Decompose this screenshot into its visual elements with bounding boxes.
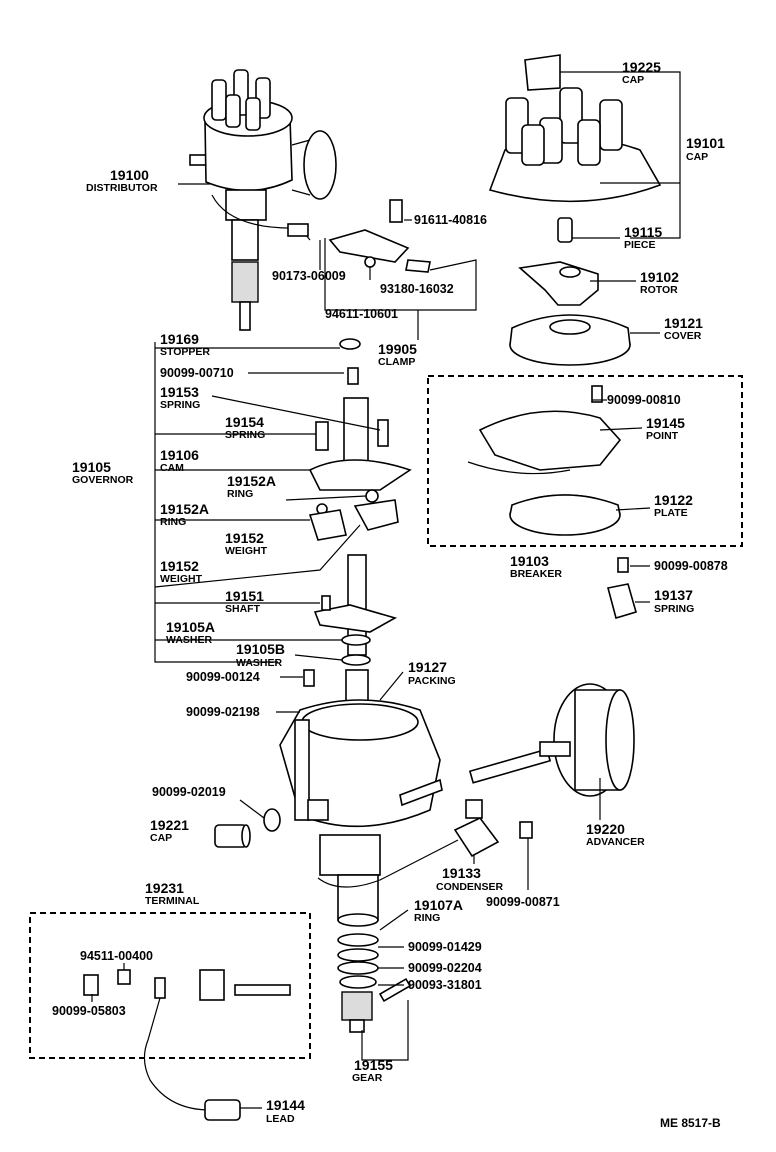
label-19145-number: 19145: [646, 415, 685, 431]
label-19105A-number: 19105A: [166, 619, 215, 635]
label-19107A-name: RING: [414, 912, 440, 924]
cover-drawing: [509, 314, 631, 366]
label-90099-00810: 90099-00810: [607, 393, 681, 407]
label-19152-weight-1-number: 19152: [225, 530, 264, 546]
label-19101-name: CAP: [686, 151, 708, 163]
label-19225-number: 19225: [622, 59, 661, 75]
terminal-group-box: [29, 912, 311, 1059]
breaker-drawing: [467, 385, 637, 620]
label-19137-number: 19137: [654, 587, 693, 603]
label-90099-02198: 90099-02198: [186, 705, 260, 719]
label-19100-number: 19100: [110, 167, 149, 183]
label-90099-00710: 90099-00710: [160, 366, 234, 380]
label-90099-02019: 90099-02019: [152, 785, 226, 799]
label-19225-name: CAP: [622, 74, 644, 86]
label-19133-name: CONDENSER: [436, 881, 504, 893]
advancer-drawing: [468, 683, 635, 797]
label-19231-number: 19231: [145, 880, 184, 896]
side-cap-drawing: [214, 808, 281, 848]
label-19151-number: 19151: [225, 588, 264, 604]
label-94611-10601: 94611-10601: [325, 307, 398, 321]
label-19221-name: CAP: [150, 832, 172, 844]
label-19127-number: 19127: [408, 659, 447, 675]
label-19152A-ring-1-number: 19152A: [227, 473, 276, 489]
label-19105-number: 19105: [72, 459, 111, 475]
label-90099-00871: 90099-00871: [486, 895, 560, 909]
label-19221-number: 19221: [150, 817, 189, 833]
label-19121-name: COVER: [664, 330, 702, 342]
label-19153-name: SPRING: [160, 399, 200, 411]
label-19127-name: PACKING: [408, 675, 456, 687]
label-19105-name: GOVERNOR: [72, 474, 134, 486]
distributor-assembly-drawing: [189, 69, 337, 331]
label-19169-name: STOPPER: [160, 346, 210, 358]
label-19152-weight-2-name: WEIGHT: [160, 573, 203, 585]
label-19121-number: 19121: [664, 315, 703, 331]
label-90093-31801: 90093-31801: [408, 978, 482, 992]
label-91611-40816: 91611-40816: [414, 213, 487, 227]
label-19115-name: PIECE: [624, 239, 656, 251]
label-19144-name: LEAD: [266, 1113, 295, 1125]
gear-drawing: [337, 933, 412, 1033]
label-19151-name: SHAFT: [225, 603, 261, 615]
label-19122-name: PLATE: [654, 507, 688, 519]
label-90099-00124: 90099-00124: [186, 670, 260, 684]
label-19102-number: 19102: [640, 269, 679, 285]
label-19153-number: 19153: [160, 384, 199, 400]
label-19152A-ring-1-name: RING: [227, 488, 253, 500]
label-19102-name: ROTOR: [640, 284, 678, 296]
label-19144-number: 19144: [266, 1097, 305, 1113]
label-19220-number: 19220: [586, 821, 625, 837]
label-19101-number: 19101: [686, 135, 725, 151]
label-19154-name: SPRING: [225, 429, 265, 441]
label-19145-name: POINT: [646, 430, 679, 442]
label-19103-name: BREAKER: [510, 568, 562, 580]
label-19155-name: GEAR: [352, 1072, 383, 1084]
rotor-drawing: [518, 261, 599, 306]
labels: 19225 CAP 19101 CAP 19100 DISTRIBUTOR 91…: [52, 59, 728, 1130]
label-19152-weight-2-number: 19152: [160, 558, 199, 574]
label-19105B-name: WASHER: [236, 657, 283, 669]
label-19106-number: 19106: [160, 447, 199, 463]
label-19905-name: CLAMP: [378, 356, 415, 368]
label-19152A-ring-2-name: RING: [160, 516, 186, 528]
label-19137-name: SPRING: [654, 603, 694, 615]
label-19106-name: CAM: [160, 462, 184, 474]
label-19100-name: DISTRIBUTOR: [86, 182, 158, 194]
label-19105A-name: WASHER: [166, 634, 213, 646]
label-19905-number: 19905: [378, 341, 417, 357]
leader-lines: [91, 71, 681, 1109]
label-19231-name: TERMINAL: [145, 895, 200, 907]
cap-drawing: [488, 54, 662, 243]
condenser-drawing: [453, 799, 533, 858]
terminal-drawing: [83, 969, 291, 1121]
label-19115-number: 19115: [624, 224, 662, 240]
label-19220-name: ADVANCER: [586, 836, 645, 848]
breaker-group-box: [427, 375, 743, 547]
label-19103-number: 19103: [510, 553, 549, 569]
label-19154-number: 19154: [225, 414, 264, 430]
label-19105B-number: 19105B: [236, 641, 285, 657]
label-19107A-number: 19107A: [414, 897, 463, 913]
label-90099-05803: 90099-05803: [52, 1004, 126, 1018]
label-90173-06009: 90173-06009: [272, 269, 346, 283]
housing-drawing: [279, 699, 459, 927]
label-94511-00400: 94511-00400: [80, 949, 153, 963]
label-19169-number: 19169: [160, 331, 199, 347]
label-19155-number: 19155: [354, 1057, 393, 1073]
label-19152A-ring-2-number: 19152A: [160, 501, 209, 517]
diagram-reference-code: ME 8517-B: [660, 1116, 721, 1130]
label-19133-number: 19133: [442, 865, 481, 881]
label-90099-02204: 90099-02204: [408, 961, 482, 975]
label-90099-01429: 90099-01429: [408, 940, 482, 954]
label-19122-number: 19122: [654, 492, 693, 508]
label-19152-weight-1-name: WEIGHT: [225, 545, 268, 557]
label-90099-00878: 90099-00878: [654, 559, 728, 573]
governor-drawing: [303, 367, 412, 731]
clamp-drawing: [328, 199, 431, 350]
label-93180-16032: 93180-16032: [380, 282, 454, 296]
